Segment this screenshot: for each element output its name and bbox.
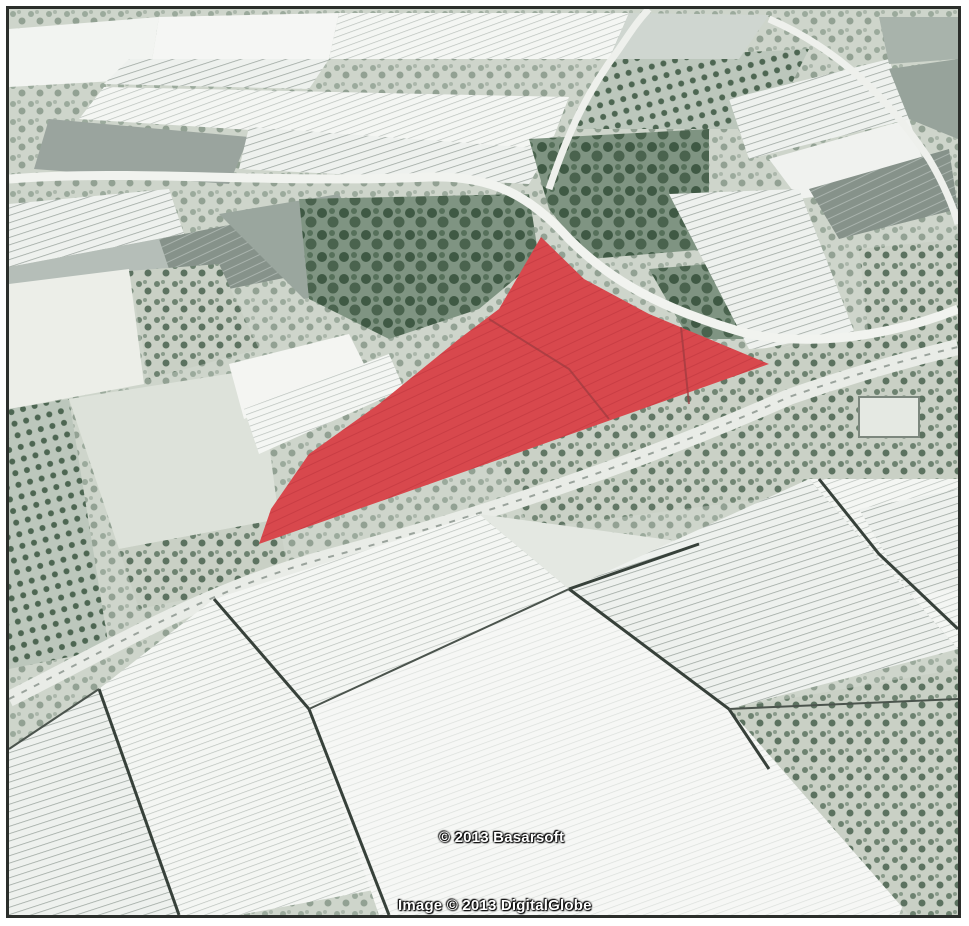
map-copyright-digitalglobe: Image © 2013 DigitalGlobe [398,897,592,914]
satellite-map[interactable]: © 2013 Basarsoft Image © 2013 DigitalGlo… [6,6,961,918]
highlighted-parcel [259,237,769,544]
map-copyright-basarsoft: © 2013 Basarsoft [439,829,565,846]
map-imagery [9,9,958,915]
